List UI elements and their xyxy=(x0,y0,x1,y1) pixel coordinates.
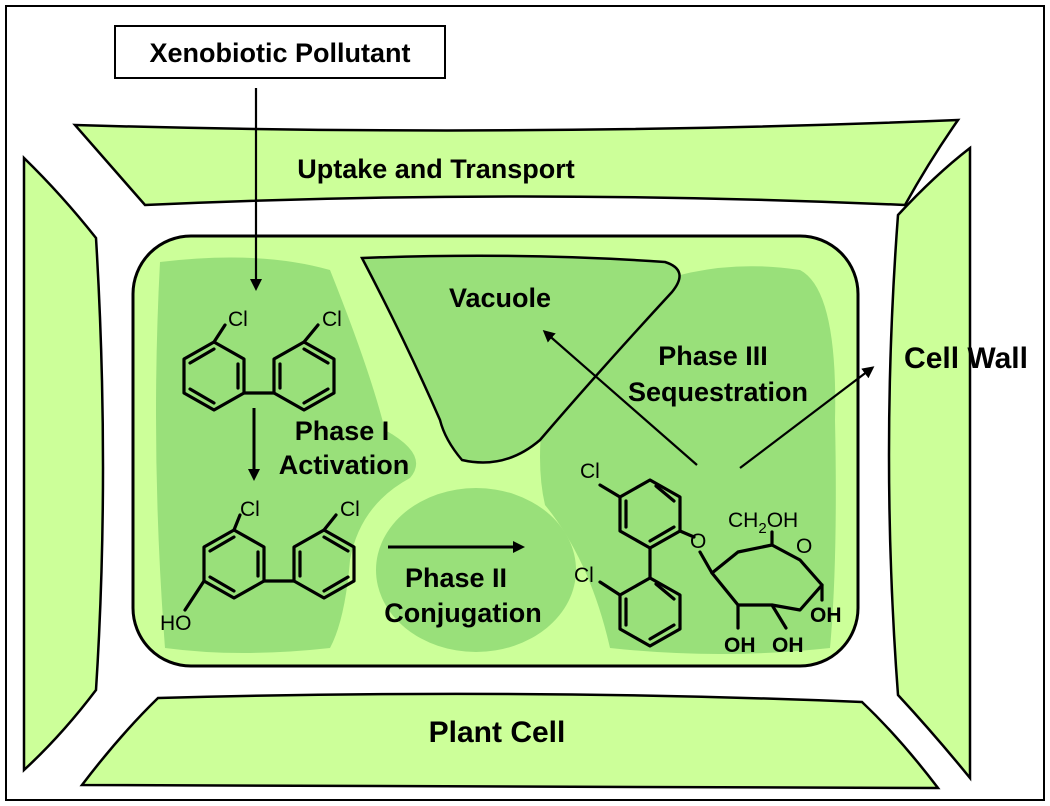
phase3-label-line2: Sequestration xyxy=(628,377,808,407)
pcb-cl-1: Cl xyxy=(228,308,248,331)
gluc-o-ether: O xyxy=(690,530,706,553)
vacuole-label: Vacuole xyxy=(449,283,551,313)
xenobiotic-label: Xenobiotic Pollutant xyxy=(150,38,411,68)
gluc-ch2oh: CH2OH xyxy=(728,509,798,537)
ohpcb-cl-1: Cl xyxy=(240,498,260,521)
pcb-molecule: Cl Cl xyxy=(182,308,342,412)
phase1-region xyxy=(156,257,417,653)
neighbor-cell-left xyxy=(22,155,105,773)
phase2-label-line1: Phase II xyxy=(405,563,507,593)
ohpcb-cl-2: Cl xyxy=(340,498,360,521)
phase2-label-line2: Conjugation xyxy=(384,598,541,628)
phase1-label-line2: Activation xyxy=(279,450,410,480)
gluc-cl-1: Cl xyxy=(580,460,600,483)
phase3-region xyxy=(540,266,836,654)
to-cell-wall-arrow xyxy=(739,366,875,469)
pcb-cl-2: Cl xyxy=(322,308,342,331)
neighbor-cell-bottom xyxy=(79,692,941,790)
phase2-region xyxy=(376,488,576,652)
phase1-label-line1: Phase I xyxy=(295,416,390,446)
xenobiotic-label-box xyxy=(114,25,446,79)
oh-pcb-molecule: Cl Cl HO xyxy=(160,498,360,635)
glucoside-molecule: Cl Cl O O CH2OH OH OH OH xyxy=(574,460,842,657)
gluc-oh-1: OH xyxy=(724,634,756,657)
cell-wall-label: Cell Wall xyxy=(904,342,1028,375)
neighbor-cell-right xyxy=(887,145,972,782)
phase3-label-line1: Phase III xyxy=(658,341,768,371)
gluc-o-ring: O xyxy=(796,535,812,558)
neighbor-cell-top xyxy=(72,118,961,207)
gluc-oh-2: OH xyxy=(772,634,804,657)
plant-cell-label: Plant Cell xyxy=(429,716,566,749)
vacuole xyxy=(359,254,681,464)
to-vacuole-arrow xyxy=(542,330,698,466)
gluc-oh-3: OH xyxy=(810,604,842,627)
gluc-cl-2: Cl xyxy=(574,564,594,587)
uptake-label: Uptake and Transport xyxy=(297,154,575,184)
ohpcb-ho: HO xyxy=(160,612,192,635)
